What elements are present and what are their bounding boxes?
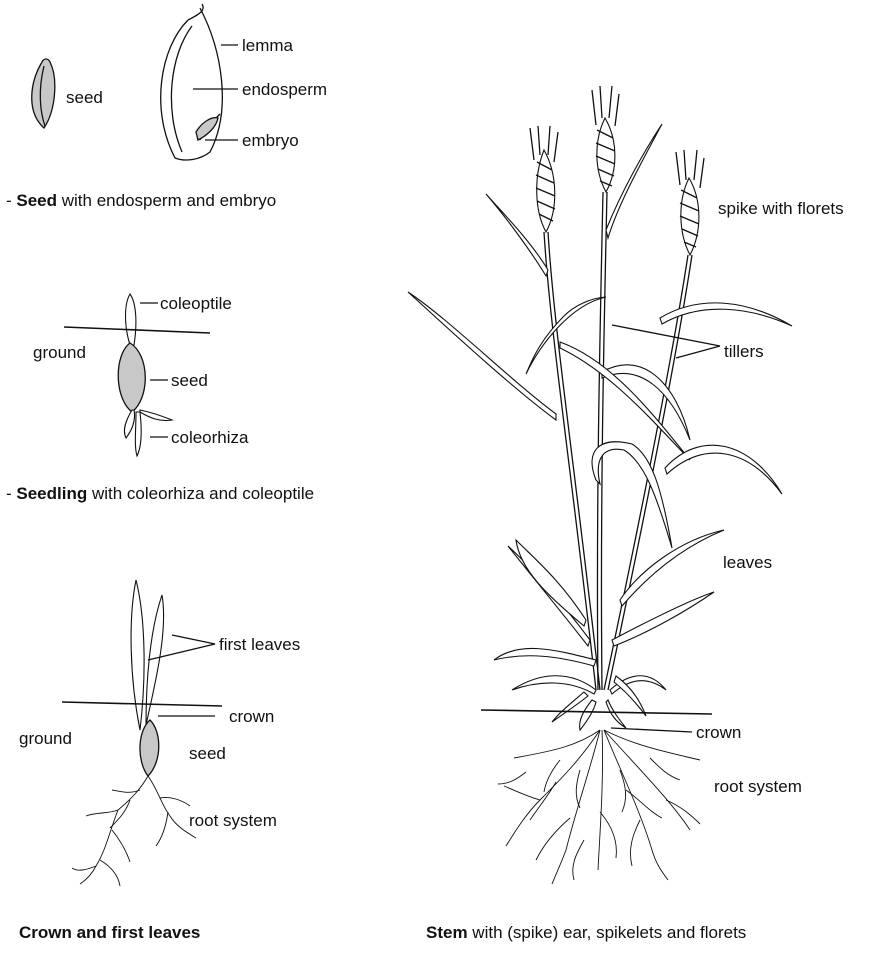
root-system-plant-label: root system — [714, 777, 802, 796]
lemma-label: lemma — [242, 36, 294, 55]
coleorhiza-drawing — [124, 410, 134, 438]
first-leaves-label: first leaves — [219, 635, 300, 654]
seed-caption-bold: Seed — [16, 191, 57, 210]
seedling-seed-label: seed — [171, 371, 208, 390]
spike-center — [592, 86, 619, 192]
seedling-panel: coleoptile ground seed coleorhiza - Seed… — [6, 294, 314, 503]
embryo-label: embryo — [242, 131, 299, 150]
crown-plant-label: crown — [696, 723, 741, 742]
wheat-plant-panel: spike with florets tillers leaves crown … — [408, 86, 844, 942]
leaves-label: leaves — [723, 553, 772, 572]
crown-small-label: crown — [229, 707, 274, 726]
crown-caption: Crown and first leaves — [19, 923, 200, 942]
seed-caption: - Seed with endosperm and embryo — [6, 191, 276, 210]
spike-with-florets-label: spike with florets — [718, 199, 844, 218]
seedling-caption: - Seedling with coleorhiza and coleoptil… — [6, 484, 314, 503]
stem-caption: Stem with (spike) ear, spikelets and flo… — [426, 923, 746, 942]
ground-label-1: ground — [33, 343, 86, 362]
crown-root-drawing — [72, 776, 196, 886]
ground-line-1 — [64, 327, 210, 333]
seed-small-label: seed — [66, 88, 103, 107]
plant-root-system — [498, 730, 700, 884]
coleoptile-drawing — [126, 294, 136, 345]
ground-label-2: ground — [19, 729, 72, 748]
crown-seed-drawing — [140, 720, 159, 776]
seedling-seed-drawing — [118, 343, 145, 412]
first-leaf-1 — [131, 580, 144, 730]
tillers-label: tillers — [724, 342, 764, 361]
root-system-small-label: root system — [189, 811, 277, 830]
crown-seed-label: seed — [189, 744, 226, 763]
coleorhiza-label: coleorhiza — [171, 428, 249, 447]
crown-panel: first leaves crown ground seed root syst… — [19, 580, 300, 942]
spike-left — [530, 126, 558, 232]
seed-section-drawing — [161, 4, 223, 160]
seed-panel: seed lemma endosperm embryo - Seed with … — [6, 4, 327, 210]
coleoptile-label: coleoptile — [160, 294, 232, 313]
spike-right — [676, 150, 704, 255]
endosperm-label: endosperm — [242, 80, 327, 99]
seedling-caption-bold: Seedling — [16, 484, 87, 503]
stem-caption-bold: Stem — [426, 923, 468, 942]
ground-line-plant — [481, 710, 712, 714]
